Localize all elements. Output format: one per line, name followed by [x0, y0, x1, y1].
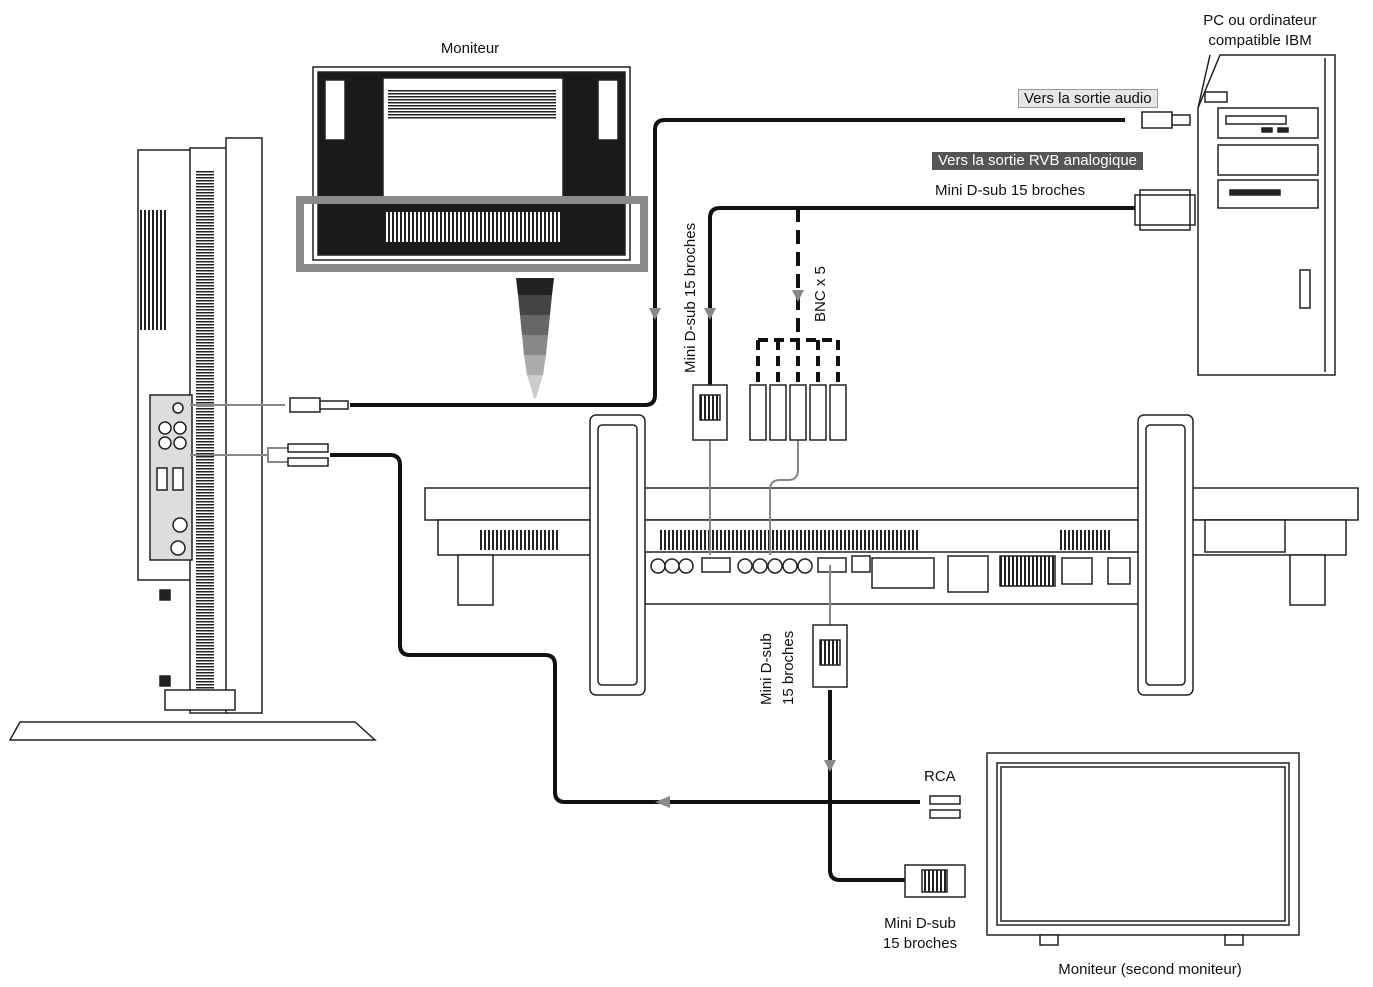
- mini-dsub-pc-label: Mini D-sub 15 broches: [935, 182, 1086, 199]
- mini-dsub-out-line1: Mini D-sub: [758, 633, 775, 705]
- monitor-bottom-view: [424, 414, 1359, 696]
- mini-dsub-out-line2: 15 broches: [780, 630, 797, 705]
- rgb-output-badge: Vers la sortie RVB analogique: [932, 152, 1144, 170]
- thin-leads: [190, 404, 831, 625]
- mini-dsub-vertical-label: Mini D-sub 15 broches: [682, 222, 699, 373]
- connectors: [287, 111, 1196, 898]
- mini-dsub-second-line2: 15 broches: [882, 935, 958, 952]
- monitor-rear-view: [296, 66, 648, 272]
- rca-label: RCA: [924, 768, 956, 785]
- second-monitor-label: Moniteur (second moniteur): [1058, 961, 1242, 978]
- audio-output-badge: Vers la sortie audio: [1018, 89, 1158, 108]
- pc-label-line1: PC ou ordinateur: [1203, 12, 1317, 29]
- zoom-gradient-wedge: [516, 278, 554, 398]
- cable-arrows: [649, 290, 836, 808]
- monitor-top-label: Moniteur: [440, 40, 500, 57]
- monitor-side-view: [8, 137, 377, 741]
- cables: [330, 118, 1135, 882]
- mini-dsub-second-line1: Mini D-sub: [884, 915, 956, 932]
- bnc-label: BNC x 5: [812, 266, 829, 322]
- pc-label-line2: compatible IBM: [1208, 32, 1312, 49]
- pc-tower: [1197, 54, 1336, 376]
- second-monitor: [986, 752, 1300, 946]
